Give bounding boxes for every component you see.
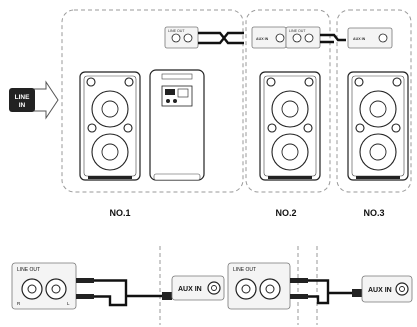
speaker-no2 [259,71,321,181]
lineout-panel-no2: LINE OUT [227,262,291,310]
auxin-label-no2: AUX IN [178,286,202,293]
auxin-panel-no3: AUX IN [361,275,413,303]
auxin-label-no3: AUX IN [368,287,392,294]
top-auxin-panel-no2: AUX IN [251,26,287,49]
top-auxin-panel-no3: AUX IN [347,27,393,49]
aux-plug-icon [162,292,172,300]
speaker-no3 [347,71,409,181]
rca-to-aux-cable-2 [290,278,362,305]
rca-plug-icon [76,278,94,283]
lineout-panel-no1: LINE OUT R L [11,262,77,310]
group-outline-no2 [245,9,331,193]
r-label-no1: R [17,301,21,306]
speaker-label-no2: NO.2 [275,208,296,218]
line-in-badge-line2: IN [19,102,26,109]
line-in-badge-line1: LINE [15,94,30,101]
top-cable-no1-no2 [198,31,244,45]
speaker-no1-back [149,69,205,181]
line-in-source: LINE IN [9,80,59,120]
speaker-label-no3: NO.3 [363,208,384,218]
speaker-no1-front [79,71,141,181]
lineout-label-no2: LINE OUT [233,267,256,273]
group-outline-no1 [61,9,244,193]
top-lineout-label-no2: LINE OUT [289,29,306,33]
top-lineout-panel-no2: LINE OUT [285,26,321,49]
top-lineout-label-no1: LINE OUT [168,29,185,33]
speaker-label-no1: NO.1 [109,208,130,218]
top-lineout-panel-no1: LINE OUT [164,26,199,49]
l-label-no1: L [67,301,70,306]
top-auxin-label-no2: AUX IN [256,37,269,41]
lineout-label-no1: LINE OUT [17,267,40,273]
top-cable-no2-no3 [320,33,346,44]
rca-to-aux-cable-1 [76,278,172,307]
top-auxin-label-no3: AUX IN [353,37,366,41]
group-outline-no3 [336,9,412,193]
line-in-badge [9,88,35,112]
auxin-panel-no2: AUX IN [171,275,225,301]
